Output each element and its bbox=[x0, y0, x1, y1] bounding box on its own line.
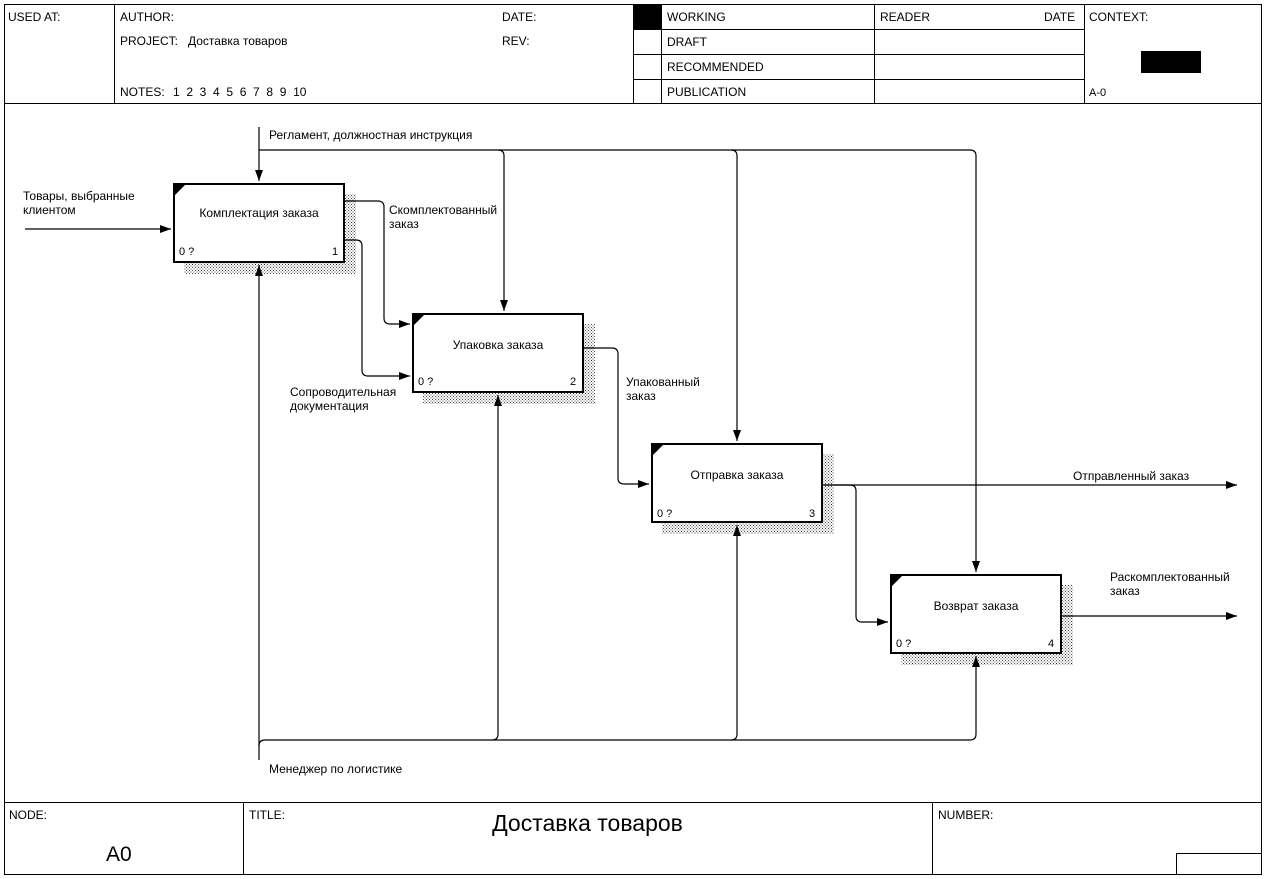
box-2-name: Упаковка заказа bbox=[452, 338, 544, 352]
output-arrow-box3-to-box4 bbox=[823, 484, 888, 626]
header-bottom-border bbox=[4, 103, 1262, 104]
mechanism-arrow-box3 bbox=[730, 525, 741, 741]
header-divider bbox=[661, 4, 662, 103]
status-working: WORKING bbox=[667, 10, 726, 24]
box-rect bbox=[412, 313, 584, 393]
docs-arrow-box1-to-box2 bbox=[345, 239, 410, 380]
footer-divider bbox=[932, 802, 933, 875]
status-publication: PUBLICATION bbox=[667, 85, 747, 99]
author-label: AUTHOR: bbox=[120, 10, 174, 24]
context-label: CONTEXT: bbox=[1089, 10, 1149, 24]
header-row-line bbox=[633, 79, 1084, 80]
header-divider bbox=[874, 4, 875, 103]
diagram-title: Доставка товаров bbox=[492, 810, 683, 836]
box-rect bbox=[173, 183, 345, 263]
control-label: Регламент, должностная инструкция bbox=[269, 128, 473, 142]
box-rect bbox=[890, 574, 1062, 654]
box-1-number: 1 bbox=[332, 246, 339, 258]
box-3-name: Отправка заказа bbox=[690, 468, 784, 482]
control-arrow-box3 bbox=[730, 149, 741, 441]
box-3-cost: 0 ? bbox=[657, 508, 673, 520]
footer-number-subcell bbox=[1176, 853, 1262, 875]
footer-top-border bbox=[4, 802, 1262, 803]
date-label: DATE: bbox=[502, 10, 537, 24]
context-node: A-0 bbox=[1089, 87, 1107, 99]
control-arrow-box4 bbox=[259, 149, 980, 572]
box-3-number: 3 bbox=[809, 508, 816, 520]
out4-label: Раскомплектованный заказ bbox=[1110, 570, 1230, 598]
activity-box-4 bbox=[890, 574, 1073, 665]
header-divider bbox=[114, 4, 115, 103]
control-arrow-box2 bbox=[497, 149, 508, 311]
mechanism-arrow-box4 bbox=[258, 656, 980, 747]
header-row-line bbox=[633, 29, 1084, 30]
activity-box-2 bbox=[412, 313, 595, 404]
rev-label: REV: bbox=[502, 34, 530, 48]
input-label: Товары, выбранные клиентом bbox=[23, 189, 135, 217]
box-2-cost: 0 ? bbox=[418, 376, 434, 388]
box-2-number: 2 bbox=[570, 376, 577, 388]
mechanism-label: Менеджер по логистике bbox=[269, 762, 403, 776]
out2-label: Упакованный заказ bbox=[626, 375, 700, 403]
box-corner-marker bbox=[174, 184, 186, 196]
node-value: A0 bbox=[106, 843, 132, 866]
working-status-marker bbox=[634, 5, 661, 29]
output-arrow-box2-to-box3 bbox=[584, 347, 649, 488]
box-4-cost: 0 ? bbox=[896, 638, 912, 650]
notes-numbers: 1 2 3 4 5 6 7 8 9 10 bbox=[173, 85, 307, 99]
number-label: NUMBER: bbox=[938, 808, 994, 822]
reader-label: READER bbox=[880, 10, 931, 24]
box-4-number: 4 bbox=[1048, 638, 1055, 650]
box-corner-marker bbox=[652, 444, 664, 456]
box-1-cost: 0 ? bbox=[179, 246, 195, 258]
out3-label: Отправленный заказ bbox=[1073, 469, 1190, 483]
out1-label: Скомплектованный заказ bbox=[389, 203, 498, 231]
activity-box-1 bbox=[173, 183, 356, 274]
used-at-label: USED AT: bbox=[8, 10, 61, 24]
status-draft: DRAFT bbox=[667, 35, 707, 49]
header-divider bbox=[633, 4, 634, 103]
box-4-name: Возврат заказа bbox=[933, 599, 1019, 613]
project-name: Доставка товаров bbox=[188, 34, 288, 48]
title-label: TITLE: bbox=[249, 808, 286, 822]
node-label: NODE: bbox=[9, 808, 48, 822]
docs-label: Сопроводительная документация bbox=[290, 385, 397, 413]
box-1-name: Комплектация заказа bbox=[199, 206, 319, 220]
header-divider bbox=[1084, 4, 1085, 103]
header-row-line bbox=[633, 54, 1084, 55]
notes-label: NOTES: bbox=[120, 85, 165, 99]
reader-date-label: DATE bbox=[1044, 10, 1076, 24]
output-arrow-box1-to-box2 bbox=[345, 200, 410, 328]
project-label: PROJECT: bbox=[120, 34, 179, 48]
box-corner-marker bbox=[413, 314, 425, 326]
mechanism-arrow-box2 bbox=[491, 395, 502, 741]
activity-box-3 bbox=[651, 443, 834, 534]
box-rect bbox=[651, 443, 823, 523]
box-corner-marker bbox=[891, 575, 903, 587]
status-recommended: RECOMMENDED bbox=[667, 60, 764, 74]
footer-divider bbox=[243, 802, 244, 875]
context-thumbnail bbox=[1141, 51, 1201, 73]
